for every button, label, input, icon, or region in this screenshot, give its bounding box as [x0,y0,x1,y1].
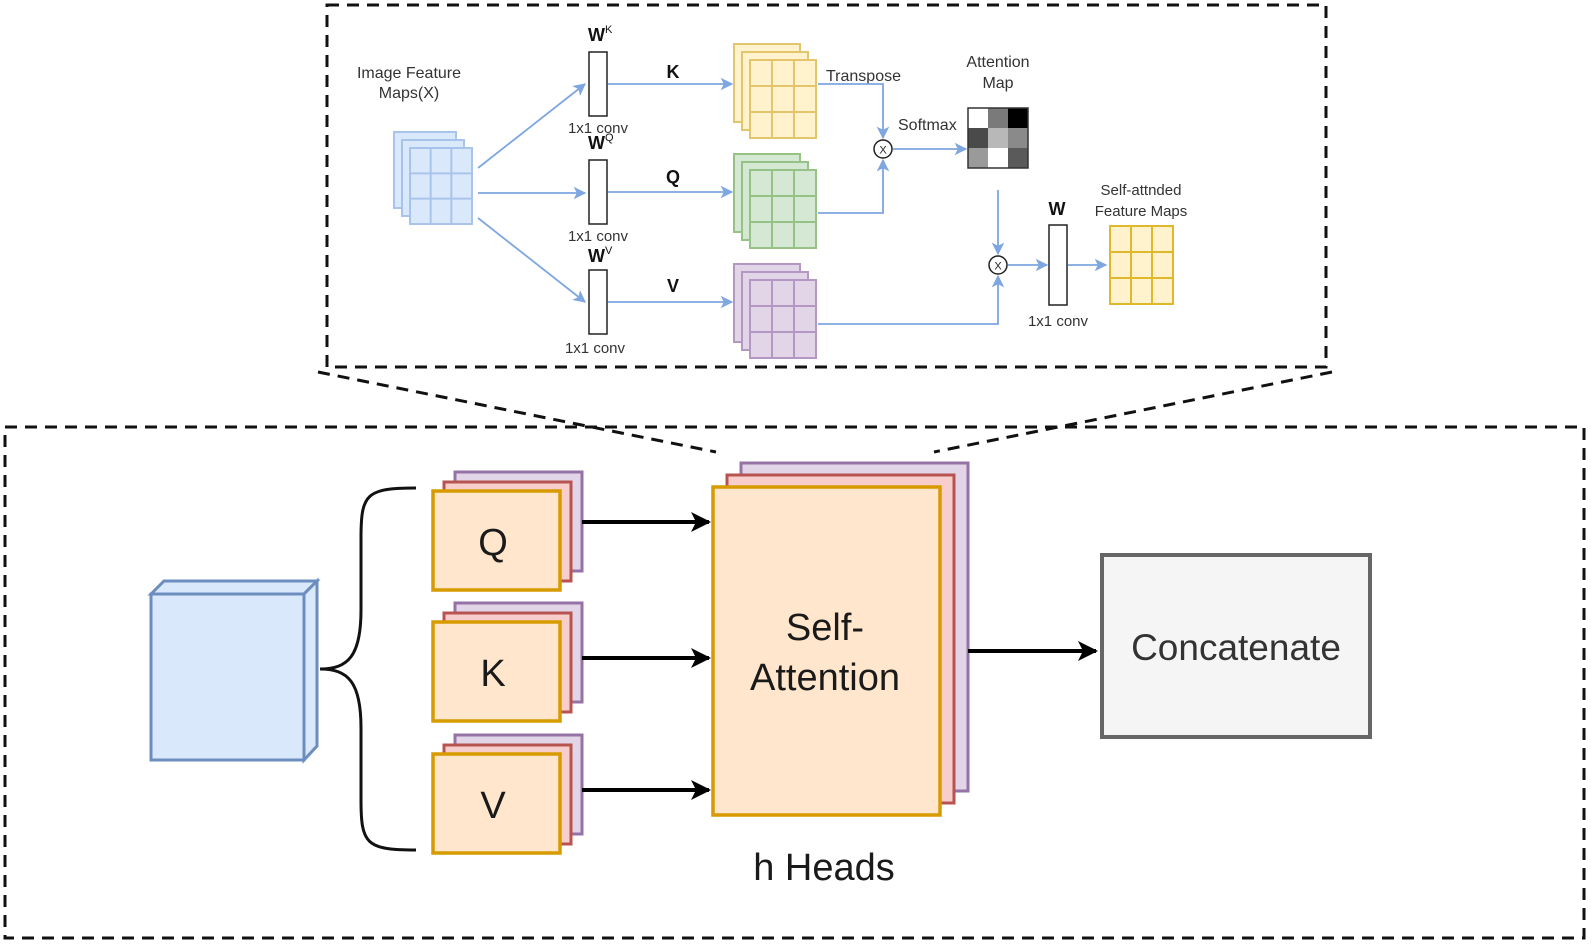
k-feature-stack [733,43,817,139]
attention-map-cell [968,108,988,128]
input-label-line1: Image Feature [357,65,461,82]
input-cube [147,577,321,764]
concatenate-label: Concatenate [1131,627,1341,668]
k-head-stack: K [431,601,584,723]
svg-text:X: X [879,145,887,157]
v-feature-stack [733,263,817,359]
v-label: V [480,785,506,827]
output-label-line1: Self-attnded [1101,182,1182,199]
output-feature-map: Self-attnded Feature Maps [1095,182,1188,305]
attention-map-cell [1008,108,1028,128]
v-head-stack: V [431,733,584,855]
split-brace [319,486,417,852]
attention-map-cell [988,148,1008,168]
v-label-small: V [667,276,679,296]
self-attention-line2: Attention [750,657,900,699]
conv-w: W 1x1 conv [1028,199,1089,330]
heads-label: h Heads [753,847,895,889]
wq-sup: Q [605,132,614,144]
wq-base: W [588,133,605,153]
wk-base: W [588,25,605,45]
zoom-line-left [317,370,717,454]
wk-sup: K [605,24,613,36]
wv-base: W [588,246,605,266]
self-attention-line1: Self- [786,607,864,649]
arrow-input-to-wk [477,83,586,169]
main-panel-border [3,425,1586,940]
output-label-line2: Feature Maps [1095,203,1188,220]
conv-label-v: 1x1 conv [565,340,626,357]
attention-map: Attention Map [966,54,1030,169]
softmax-label: Softmax [898,117,957,134]
detail-panel-border [325,3,1328,369]
arrow-v-to-mult2 [818,274,1005,325]
svg-text:WK: WK [588,24,613,45]
conv-wv: WV 1x1 conv [565,245,626,357]
input-feature-maps: Image Feature Maps(X) [357,65,473,225]
concatenate-box: Concatenate [1100,553,1372,739]
q-label-small: Q [666,167,680,187]
attention-map-cell [968,128,988,148]
arrow-input-to-wv [477,217,586,303]
attention-map-line1: Attention [966,54,1029,71]
k-label: K [480,653,505,695]
attention-map-cell [988,128,1008,148]
conv-wq: WQ 1x1 conv [568,132,629,245]
multiply-node-1: X [873,139,893,159]
conv-label-k: 1x1 conv [568,120,629,137]
conv-wk: WK 1x1 conv [568,24,629,137]
input-label-line2: Maps(X) [379,85,439,102]
svg-text:WV: WV [588,245,613,266]
multiply-node-2: X [988,255,1008,275]
w-label: W [1049,199,1066,219]
k-label-small: K [667,62,680,82]
q-head-stack: Q [431,470,584,592]
arrow-q-to-mult [818,158,890,214]
q-label: Q [478,522,508,564]
attention-map-line2: Map [982,75,1013,92]
attention-map-cell [988,108,1008,128]
conv-label-w: 1x1 conv [1028,313,1089,330]
self-attention-stack: Self- Attention [711,461,970,817]
svg-text:X: X [994,261,1002,273]
attention-map-cell [1008,128,1028,148]
transpose-label: Transpose [826,68,901,85]
zoom-line-right [933,370,1333,454]
attention-map-cell [1008,148,1028,168]
conv-label-q: 1x1 conv [568,228,629,245]
wv-sup: V [605,245,613,257]
svg-text:WQ: WQ [588,132,614,153]
attention-map-cell [968,148,988,168]
q-feature-stack [733,153,817,249]
arrow-k-to-mult [818,83,890,140]
